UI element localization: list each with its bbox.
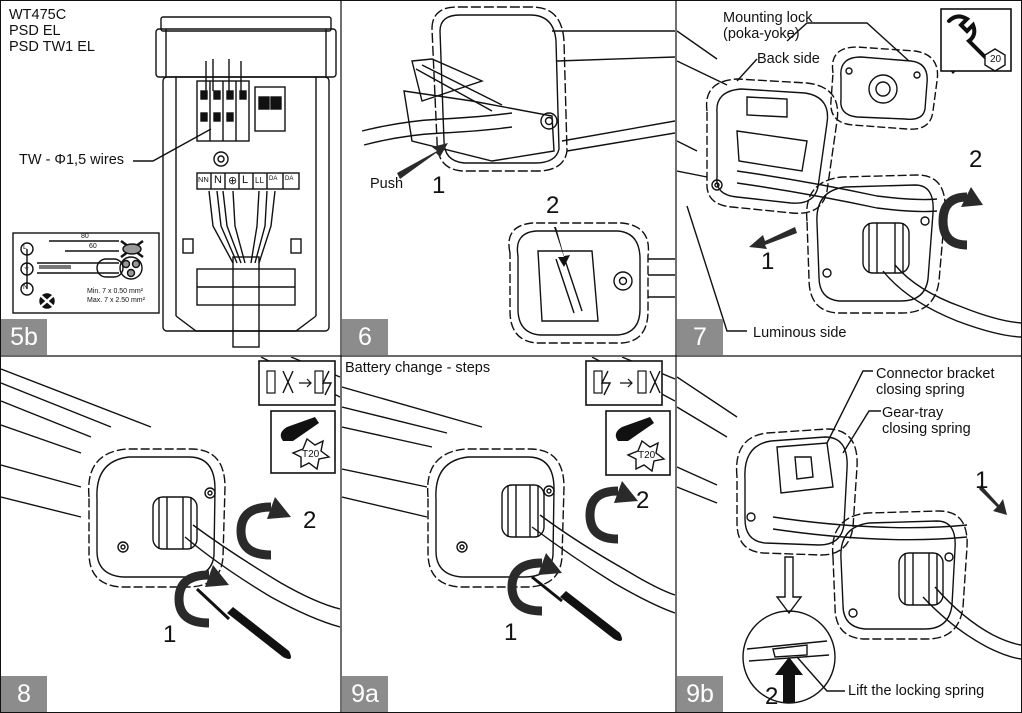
- inset-terminal-label: N: [23, 284, 29, 291]
- panel-step-7: Mounting lock (poka-yoke) Back side Lumi…: [677, 1, 1021, 355]
- luminous-side-label: Luminous side: [753, 325, 847, 341]
- panel-step-5b: WT475C PSD EL PSD TW1 EL TW - Φ1,5 wires…: [1, 1, 340, 355]
- panel-step-9b: Connector bracket closing spring Gear-tr…: [677, 357, 1021, 712]
- step-badge: 6: [342, 319, 388, 355]
- step-badge: 8: [1, 676, 47, 712]
- gear-tray-spring-label: Gear-tray: [882, 405, 944, 421]
- step-badge: 7: [677, 319, 723, 355]
- mounting-lock-subtitle: (poka-yoke): [723, 26, 800, 42]
- callout-2: 2: [303, 507, 317, 534]
- terminal-label: L: [242, 174, 249, 186]
- back-side-label: Back side: [757, 51, 820, 67]
- callout-2: 2: [765, 683, 779, 710]
- step-badge: 9b: [677, 676, 723, 712]
- lift-spring-label: Lift the locking spring: [848, 683, 985, 699]
- connector-spring-label: Connector bracket: [876, 366, 995, 382]
- inset-terminal-label: ⏚: [23, 264, 30, 271]
- terminal-label: DA: [269, 176, 278, 182]
- callout-2: 2: [969, 146, 983, 173]
- mounting-lock-label: Mounting lock: [723, 10, 813, 26]
- panel-step-9a: Battery change - steps 1 2 T20 9a: [342, 357, 675, 712]
- callout-2: 2: [636, 487, 650, 514]
- model-name: PSD EL: [9, 23, 61, 39]
- gear-tray-spring-label-2: closing spring: [882, 421, 971, 437]
- battery-change-illustration: [342, 357, 675, 641]
- model-name: PSD TW1 EL: [9, 39, 95, 55]
- panel-step-8: 1 2 T20 8: [1, 357, 340, 712]
- terminal-label: ⊕: [228, 175, 238, 187]
- terminal-label: N: [214, 174, 222, 186]
- callout-1: 1: [432, 172, 446, 199]
- dimension-label: 60: [89, 243, 97, 250]
- step-badge: 9a: [342, 676, 388, 712]
- wire-spec-max: Max. 7 x 2.50 mm²: [87, 297, 145, 304]
- terminal-label: NN: [198, 175, 209, 184]
- battery-change-title: Battery change - steps: [345, 360, 491, 376]
- wiring-diagram: [12, 16, 337, 348]
- callout-2: 2: [546, 192, 560, 219]
- torx-size-label: T20: [302, 449, 320, 460]
- callout-1: 1: [975, 467, 989, 494]
- screw-fastening-illustration: [1, 357, 340, 659]
- inset-terminal-label: L: [23, 244, 27, 251]
- callout-1: 1: [163, 621, 177, 648]
- wrench-size-label: 20: [990, 54, 1002, 65]
- dimension-label: 80: [81, 233, 89, 240]
- panel-step-6: Push 1 2 6: [342, 1, 675, 355]
- wire-label: TW - Φ1,5 wires: [19, 152, 125, 168]
- terminal-label: DA: [285, 176, 294, 182]
- wire-spec-min: Min. 7 x 0.50 mm²: [87, 288, 144, 295]
- callout-1: 1: [504, 619, 518, 646]
- step-badge: 5b: [1, 319, 47, 355]
- callout-1: 1: [761, 248, 775, 275]
- push-label: Push: [370, 176, 404, 192]
- model-name: WT475C: [9, 7, 67, 23]
- mounting-lock-illustration: [677, 8, 1021, 338]
- end-cap-push-illustration: [361, 6, 675, 344]
- locking-spring-illustration: [677, 370, 1021, 704]
- torx-size-label: T20: [638, 450, 656, 461]
- model-list: WT475C PSD EL PSD TW1 EL: [9, 7, 95, 55]
- connector-spring-label-2: closing spring: [876, 382, 965, 398]
- terminal-label: LL: [255, 176, 264, 185]
